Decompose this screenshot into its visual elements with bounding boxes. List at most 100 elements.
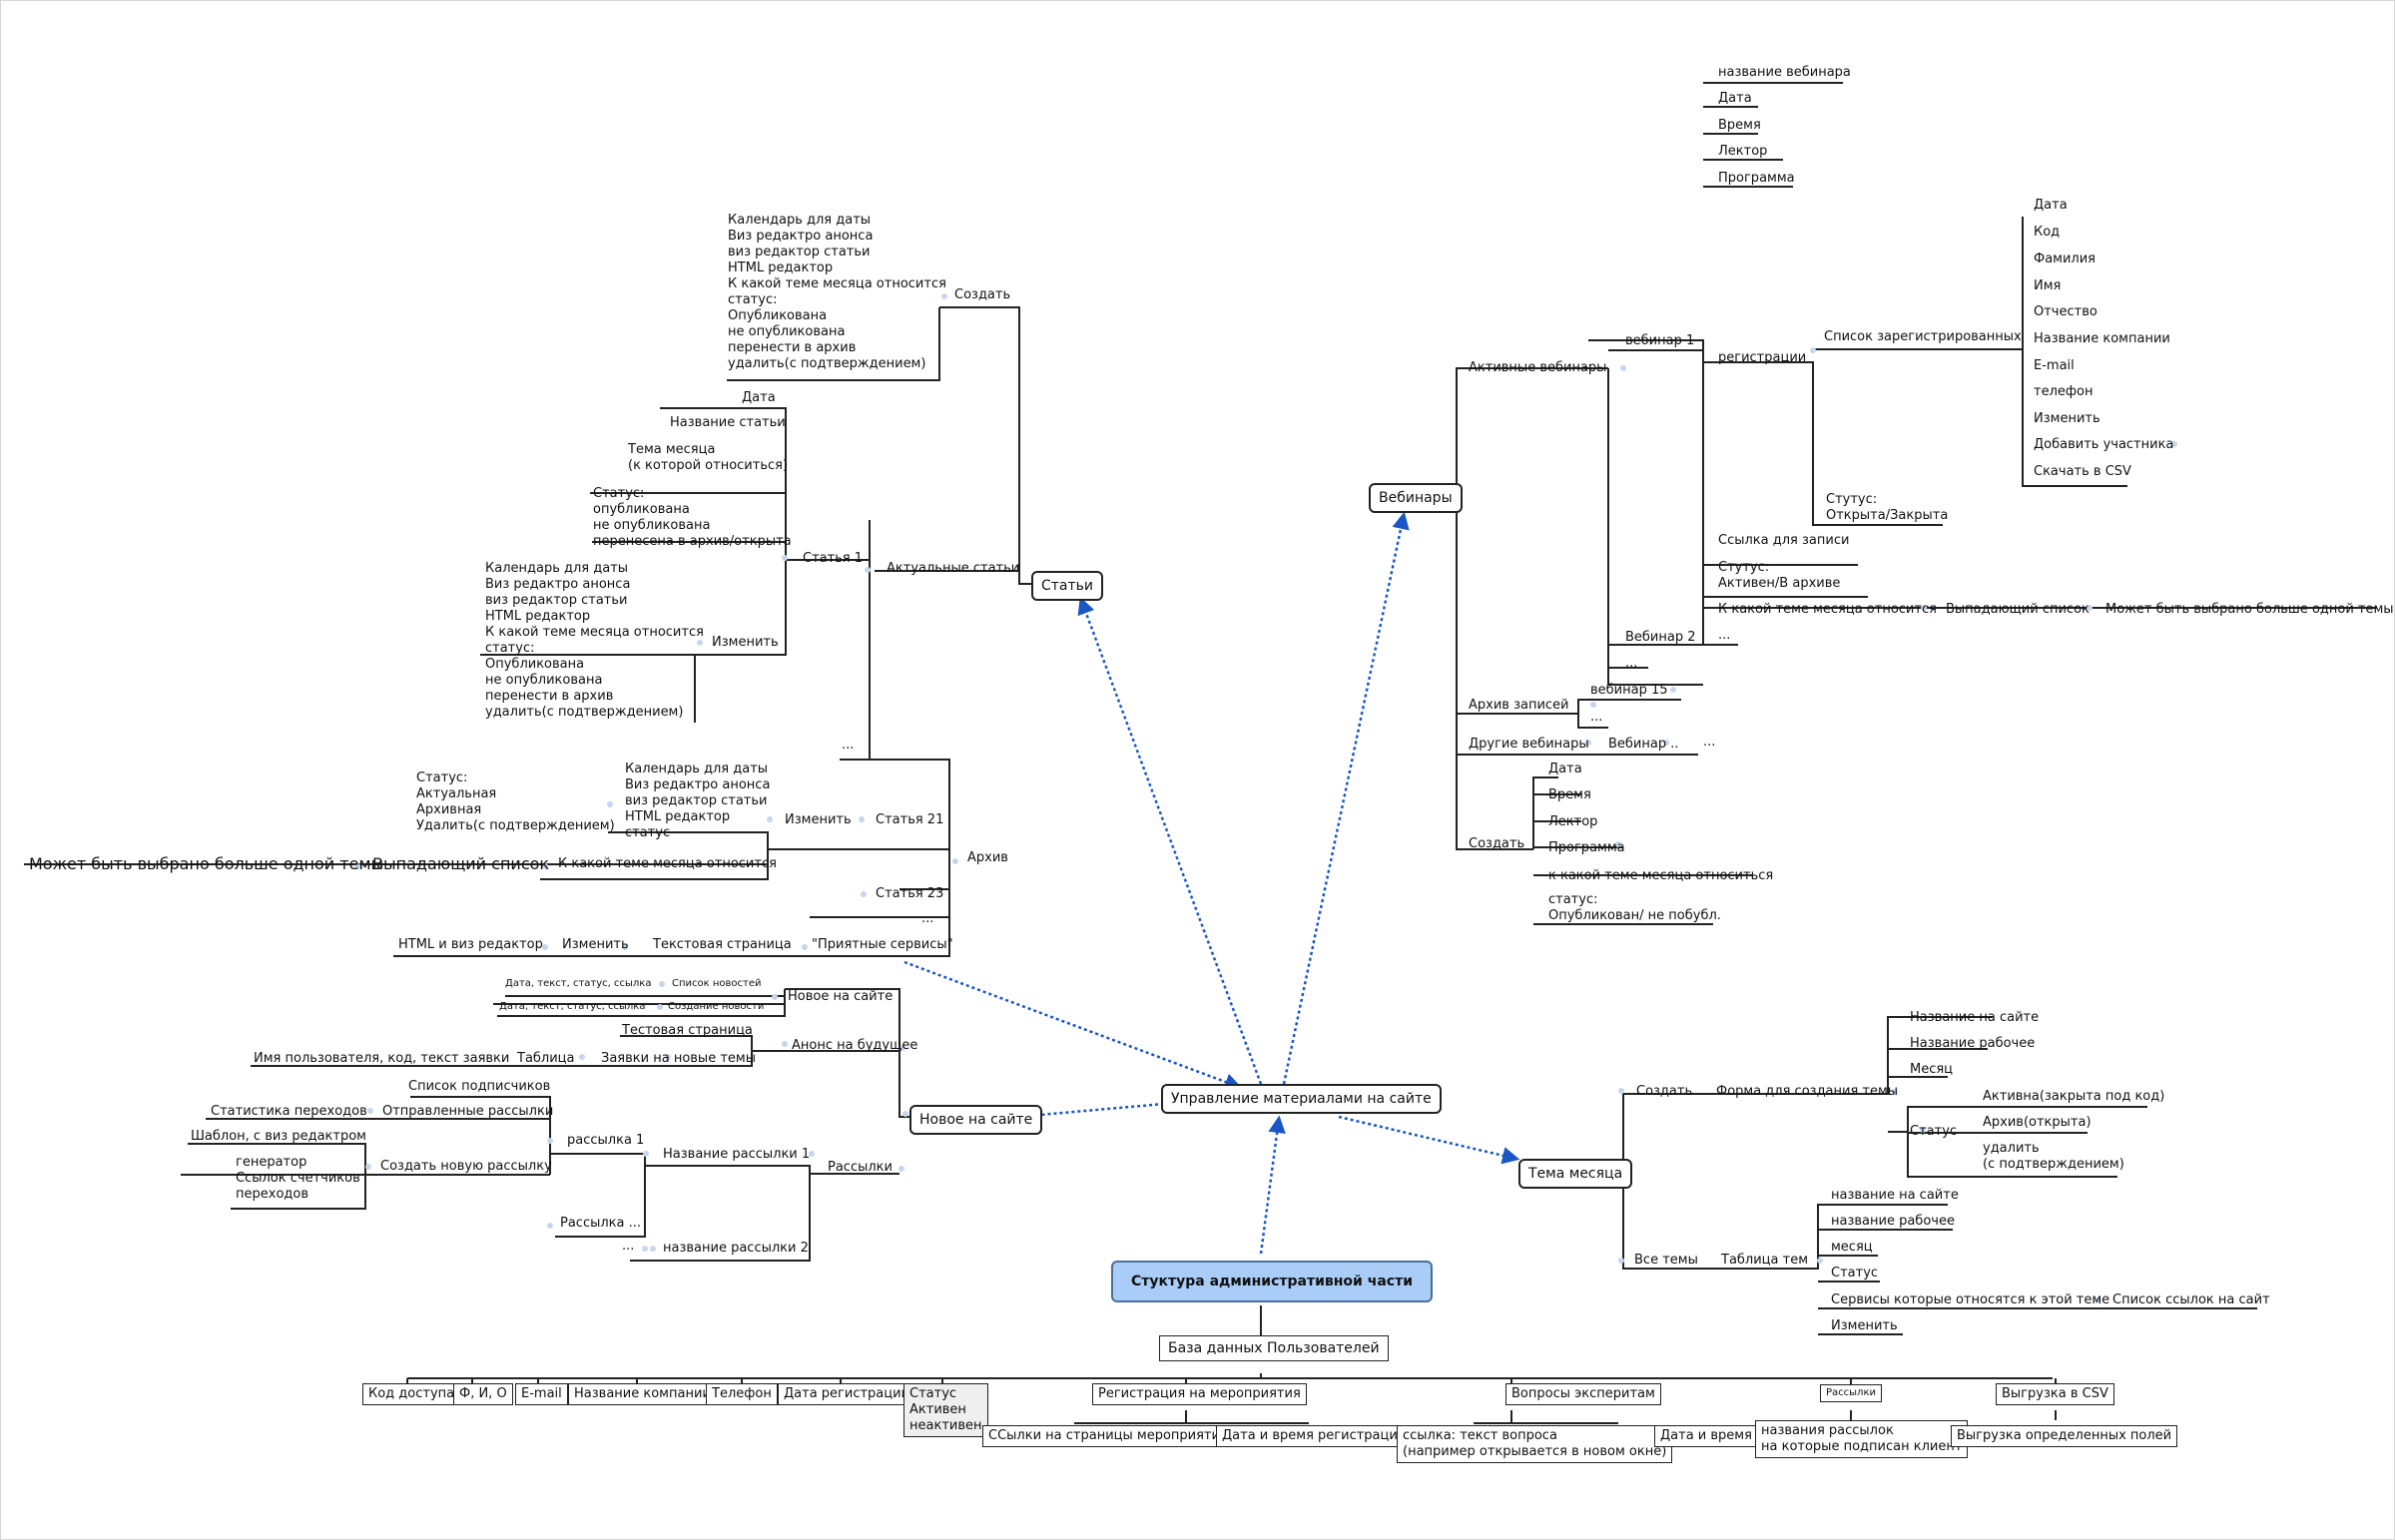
bullet-dot xyxy=(898,1166,904,1172)
services-edit[interactable]: Изменить xyxy=(562,937,629,952)
bullet-dot xyxy=(802,944,808,950)
news-table-fields: Имя пользователя, код, текст заявки xyxy=(254,1051,510,1066)
user-event-reg[interactable]: Регистрация на мероприятия xyxy=(1092,1383,1307,1405)
root-node[interactable]: Стуктура административной части xyxy=(1111,1261,1434,1302)
theme-create[interactable]: Создать xyxy=(1636,1084,1693,1099)
table-field-2: месяц xyxy=(1831,1240,1873,1255)
articles-current[interactable]: Актуальные статьи xyxy=(887,561,1020,576)
webinar-lecturer: Лектор xyxy=(1718,144,1768,159)
reg-field-8[interactable]: Изменить xyxy=(2034,411,2100,426)
reg-field-5: Название компании xyxy=(2034,331,2170,346)
bullet-dot xyxy=(782,1041,788,1047)
users-db[interactable]: База данных Пользователей xyxy=(1159,1335,1389,1361)
link-center-theme xyxy=(1338,1115,1520,1165)
archive-more: ... xyxy=(921,911,934,926)
article-1[interactable]: Статья 1 xyxy=(803,551,864,566)
articles-node[interactable]: Статьи xyxy=(1031,571,1104,601)
user-field-5: Дата регистрации xyxy=(778,1383,916,1405)
webinar-1[interactable]: вебинар 1 xyxy=(1625,333,1695,348)
reg-status: Стутус: Открыта/Закрыта xyxy=(1826,492,1949,523)
center-node[interactable]: Управление материалами на сайте xyxy=(1161,1084,1442,1114)
mailing-name-1[interactable]: Название рассылки 1 xyxy=(663,1147,811,1162)
news-requests[interactable]: Заявки на новые темы xyxy=(601,1051,756,1066)
webinar-reg-list[interactable]: Список зарегистрированных xyxy=(1824,329,2022,344)
webinar-date: Дата xyxy=(1718,91,1752,106)
bullet-dot xyxy=(547,1138,553,1144)
reg-field-10[interactable]: Скачать в CSV xyxy=(2034,464,2131,479)
mailing-sent: Отправленные рассылки xyxy=(382,1104,554,1119)
other-more: ... xyxy=(1703,735,1716,750)
webinar-registrations[interactable]: регистрации xyxy=(1718,350,1807,365)
webinar-2[interactable]: Вебинар 2 xyxy=(1625,630,1696,645)
article-23[interactable]: Статья 23 xyxy=(876,886,944,901)
create-status: статус: Опубликован/ не побубл. xyxy=(1548,892,1721,923)
bullet-dot xyxy=(782,555,788,561)
webinars-node[interactable]: Вебинары xyxy=(1369,483,1463,513)
month-theme-node[interactable]: Тема месяца xyxy=(1518,1159,1633,1189)
bullet-dot xyxy=(1618,1088,1624,1094)
article21-edit[interactable]: Изменить xyxy=(785,812,852,827)
news-new-on-site[interactable]: Новое на сайте xyxy=(788,989,894,1004)
article-21[interactable]: Статья 21 xyxy=(876,812,944,827)
news-node[interactable]: Новое на сайте xyxy=(909,1105,1043,1135)
webinars-archive[interactable]: Архив записей xyxy=(1469,698,1569,713)
bullet-dot xyxy=(1892,1089,1898,1095)
mailing-create[interactable]: Создать новую рассылку xyxy=(380,1159,552,1174)
webinars-other[interactable]: Другие вебинары xyxy=(1469,737,1589,752)
bullet-dot xyxy=(1590,702,1596,708)
bullet-dot xyxy=(579,1054,585,1060)
user-questions[interactable]: Вопросы эксперитам xyxy=(1505,1383,1661,1405)
articles-archive[interactable]: Архив xyxy=(967,850,1008,865)
news-mailings[interactable]: Рассылки xyxy=(828,1160,893,1175)
table-field-4: Сервисы которые относятся к этой теме xyxy=(1831,1292,2110,1307)
mailing-more[interactable]: Рассылка ... xyxy=(560,1216,642,1231)
theme-form[interactable]: Форма для создания темы xyxy=(1716,1084,1899,1099)
user-csv[interactable]: Выгрузка в CSV xyxy=(1996,1383,2114,1405)
webinar-15[interactable]: вебинар 15 xyxy=(1590,683,1668,698)
mailing-name-2[interactable]: название рассылки 2 xyxy=(663,1241,809,1256)
link-root-center xyxy=(1259,1115,1286,1255)
nice-services[interactable]: "Приятные сервисы" xyxy=(812,937,953,952)
table-field-5[interactable]: Изменить xyxy=(1831,1318,1898,1333)
bullet-dot xyxy=(657,1004,663,1010)
bullet-dot xyxy=(643,1151,649,1157)
bullet-dot xyxy=(1663,740,1669,746)
article1-edit[interactable]: Изменить xyxy=(712,635,779,650)
bullet-dot xyxy=(2087,605,2093,611)
articles-create-details: Календарь для даты Виз редактро анонса в… xyxy=(728,213,946,371)
news-announce[interactable]: Анонс на будущее xyxy=(792,1038,918,1053)
news-create[interactable]: Создание новости xyxy=(668,1001,765,1012)
webinar-status: Стутус: Активен/В архиве xyxy=(1718,560,1841,591)
bullet-dot xyxy=(367,1108,373,1114)
theme-table[interactable]: Таблица тем xyxy=(1721,1253,1809,1268)
theme-all[interactable]: Все темы xyxy=(1634,1253,1698,1268)
status-value-2[interactable]: удалить (с подтверждением) xyxy=(1983,1141,2124,1172)
news-list[interactable]: Список новостей xyxy=(672,978,762,989)
webinar-record-link[interactable]: Ссылка для записи xyxy=(1718,533,1850,548)
webinar-theme[interactable]: К какой теме месяца относится xyxy=(1718,602,1937,617)
theme-links-list: Список ссылок на сайт xyxy=(2112,1292,2270,1307)
reg-field-9[interactable]: Добавить участника xyxy=(2034,437,2174,452)
active-more: ... xyxy=(1625,656,1638,671)
theme-status: Статус xyxy=(1910,1124,1958,1139)
webinars-create[interactable]: Создать xyxy=(1469,836,1525,851)
table-field-3: Статус xyxy=(1831,1266,1879,1281)
other-webinar[interactable]: Вебинар .. xyxy=(1608,737,1679,752)
form-field-0: Название на сайте xyxy=(1910,1010,2040,1025)
webinar-dropdown: Выпадающий список xyxy=(1946,602,2090,617)
user-question-link[interactable]: ссылка: текст вопроса (например открывае… xyxy=(1397,1425,1673,1463)
user-field-4: Телефон xyxy=(706,1383,778,1405)
webinars-active[interactable]: Активные вебинары xyxy=(1469,360,1607,375)
user-field-1: Ф, И, О xyxy=(453,1383,513,1405)
user-event-time: Дата и время регистрации xyxy=(1216,1425,1413,1447)
user-mailings[interactable]: Рассылки xyxy=(1820,1384,1882,1402)
bullet-dot xyxy=(861,891,867,897)
mailing-1[interactable]: рассылка 1 xyxy=(567,1133,645,1148)
bullet-dot xyxy=(2095,1297,2100,1303)
link-center-webinars xyxy=(1282,511,1410,1085)
bullet-dot xyxy=(1810,347,1816,353)
articles-create[interactable]: Создать xyxy=(954,287,1011,302)
bullet-dot xyxy=(542,863,548,869)
article21-theme[interactable]: К какой теме месяца относится xyxy=(558,856,777,871)
